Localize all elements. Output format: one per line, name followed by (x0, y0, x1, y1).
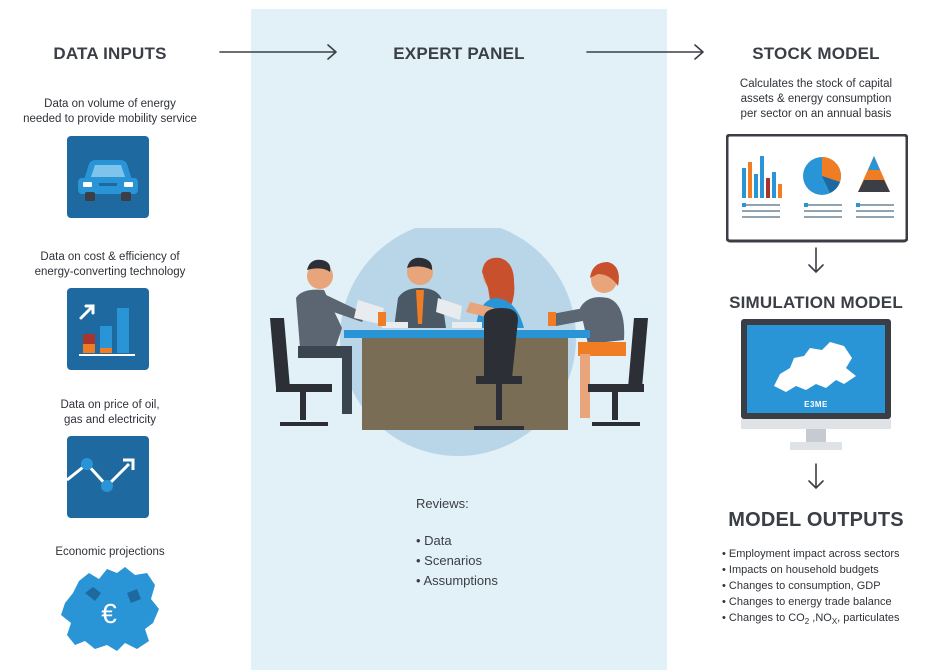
output-item: • Changes to consumption, GDP (722, 580, 881, 592)
arrow-stock-to-simulation-icon (808, 247, 824, 273)
review-item: • Data (416, 533, 452, 548)
review-item: • Scenarios (416, 553, 482, 568)
reviews-title: Reviews: (416, 496, 469, 511)
model-outputs-list: • Employment impact across sectors • Imp… (722, 546, 900, 630)
dashboard-charts-icon (726, 134, 908, 243)
expert-panel-heading: EXPERT PANEL (393, 44, 525, 63)
input-caption-prices: Data on price of oil,gas and electricity (60, 399, 160, 426)
output-item: • Employment impact across sectors (722, 548, 900, 560)
review-item: • Assumptions (416, 573, 498, 588)
chair-right-back (628, 318, 648, 388)
svg-text:€: € (101, 598, 117, 629)
arrow-panel-to-stock-icon (586, 44, 704, 60)
simulation-screen-label: E3ME (804, 400, 828, 409)
output-item-emissions: • Changes to CO2 ,NOX, particulates (722, 612, 900, 627)
reviews-block: Reviews: • Data • Scenarios • Assumption… (416, 496, 498, 588)
europe-euro-map-icon: € (61, 567, 159, 651)
stock-model-description: Calculates the stock of capital assets &… (739, 78, 893, 120)
expert-meeting-illustration (270, 228, 648, 456)
monitor-europe-map-icon (741, 319, 891, 450)
chair-left-back (270, 318, 290, 388)
stock-model-heading: STOCK MODEL (752, 44, 880, 63)
line-trend-icon (67, 436, 149, 518)
simulation-model-heading: SIMULATION MODEL (729, 293, 903, 312)
arrow-inputs-to-panel-icon (219, 44, 337, 60)
input-caption-economic: Economic projections (55, 546, 165, 558)
output-item: • Changes to energy trade balance (722, 596, 892, 608)
bar-chart-growth-icon (67, 288, 149, 370)
data-inputs-heading: DATA INPUTS (53, 44, 167, 63)
car-icon (67, 136, 149, 218)
arrow-simulation-to-outputs-icon (808, 463, 824, 489)
model-outputs-heading: MODEL OUTPUTS (728, 509, 904, 531)
output-item: • Impacts on household budgets (722, 564, 879, 576)
